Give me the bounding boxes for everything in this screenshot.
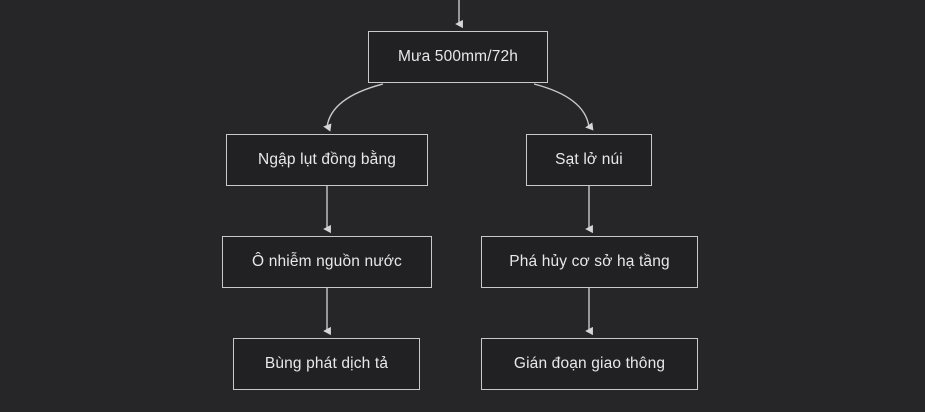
node-rain[interactable]: Mưa 500mm/72h xyxy=(368,31,548,83)
edge-rain-flood xyxy=(323,83,384,132)
node-landslide-label: Sạt lở núi xyxy=(555,150,623,168)
node-water-pollution[interactable]: Ô nhiễm nguồn nước xyxy=(222,236,432,288)
node-flood-label: Ngập lụt đồng bằng xyxy=(257,150,396,168)
node-water-pollution-label: Ô nhiễm nguồn nước xyxy=(252,252,402,270)
node-landslide[interactable]: Sạt lở núi xyxy=(526,134,652,186)
node-infrastructure-damage[interactable]: Phá hủy cơ sở hạ tầng xyxy=(481,236,698,288)
node-infrastructure-damage-label: Phá hủy cơ sở hạ tầng xyxy=(509,252,670,270)
node-traffic-disruption-label: Gián đoạn giao thông xyxy=(513,354,666,372)
edge-rain-landslide xyxy=(533,83,594,131)
node-cholera-outbreak[interactable]: Bùng phát dịch tả xyxy=(233,338,420,390)
node-traffic-disruption[interactable]: Gián đoạn giao thông xyxy=(481,338,698,390)
node-cholera-outbreak-label: Bùng phát dịch tả xyxy=(264,354,389,372)
node-rain-label: Mưa 500mm/72h xyxy=(397,47,519,65)
node-flood[interactable]: Ngập lụt đồng bằng xyxy=(226,134,428,186)
